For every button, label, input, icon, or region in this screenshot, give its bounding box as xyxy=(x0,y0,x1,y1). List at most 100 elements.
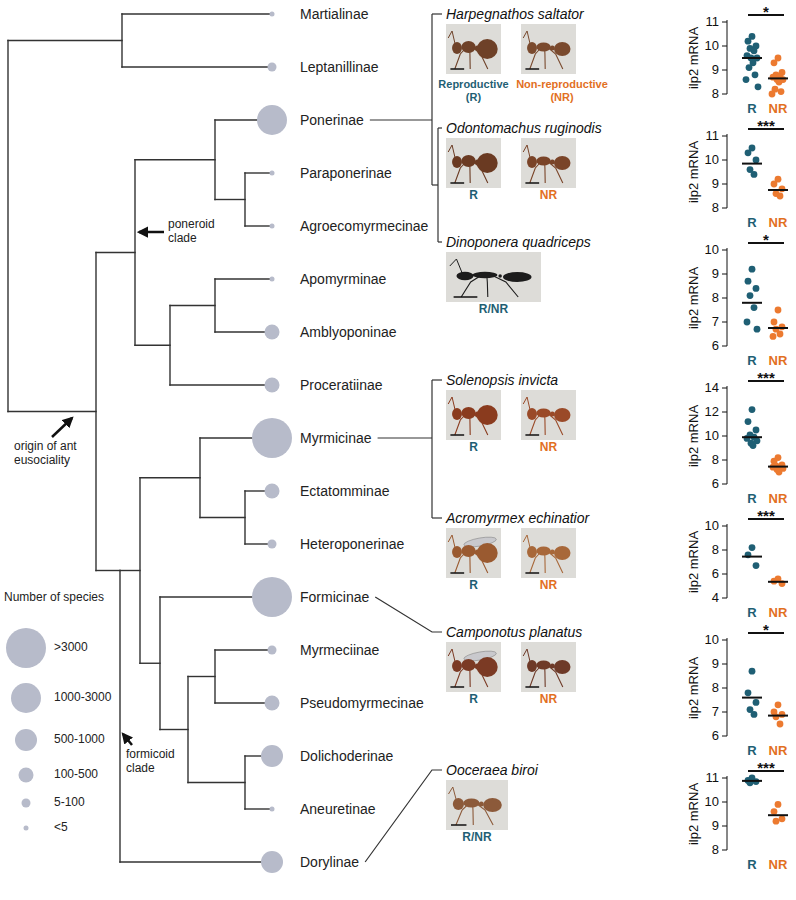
axis-title: ilp2 mRNA xyxy=(687,405,702,467)
caste-label-holder: R xyxy=(469,441,478,455)
ant-thorax xyxy=(461,659,475,671)
clade-label: origin of ant eusociality xyxy=(14,440,90,468)
mean-line xyxy=(768,715,788,717)
mean-line xyxy=(768,77,788,79)
y-axis xyxy=(727,776,728,850)
dot-plots xyxy=(722,15,788,850)
reproductive-dot xyxy=(751,171,758,178)
dot-plot xyxy=(722,771,788,850)
y-axis xyxy=(727,524,728,598)
tick-label-holder: 7 xyxy=(712,705,719,720)
ant-petiole xyxy=(498,274,502,278)
axis-tick xyxy=(722,640,727,641)
reproductive-dot xyxy=(753,562,760,569)
ant-thorax xyxy=(536,157,550,166)
tick-label-holder: 8 xyxy=(712,681,719,696)
nonreproductive-dot xyxy=(769,91,776,98)
species-name: Odontomachus ruginodis xyxy=(446,120,602,136)
axis-tick xyxy=(722,574,727,575)
species-leader-lines xyxy=(365,14,442,862)
tick-label-holder: 10 xyxy=(705,429,719,444)
subfamily-name: Ponerinae xyxy=(300,112,364,128)
legend-bubble xyxy=(15,729,37,751)
axis-tick xyxy=(722,208,727,209)
tick-label-holder: 10 xyxy=(705,153,719,168)
tree-branch xyxy=(140,663,160,664)
ant-gaster xyxy=(554,408,571,422)
tick-label: 9 xyxy=(712,177,719,192)
y-axis xyxy=(727,386,728,484)
ant-gaster xyxy=(554,660,571,674)
ant-photos xyxy=(446,24,576,830)
ant-gaster xyxy=(554,42,571,56)
caste-label-holder: R xyxy=(469,693,478,707)
subfamily-name-holder: Dorylinae xyxy=(300,854,359,870)
axis-title: ilp2 mRNA xyxy=(687,531,702,593)
tick-label: 6 xyxy=(712,477,719,492)
tick-label: 10 xyxy=(705,243,719,258)
ant-head xyxy=(527,408,537,420)
mean-line xyxy=(768,327,788,329)
y-axis xyxy=(727,638,728,736)
species-name-holder: Odontomachus ruginodis xyxy=(446,120,602,136)
nonreproductive-dot xyxy=(776,469,783,476)
clade-label-holder: origin of ant eusociality xyxy=(14,440,90,468)
nonreproductive-dot xyxy=(771,181,778,188)
subfamily-name: Ectatomminae xyxy=(300,483,389,499)
ant-photo xyxy=(521,138,576,188)
tree-branch xyxy=(215,278,272,279)
caste-label: NR xyxy=(540,441,557,455)
ant-thorax xyxy=(463,799,479,808)
tick-label: 6 xyxy=(712,729,719,744)
species-leader-line xyxy=(370,119,432,120)
ant-head xyxy=(527,42,537,54)
axis-title: ilp2 mRNA xyxy=(687,141,702,203)
reproductive-dot xyxy=(745,149,752,156)
reproductive-dot xyxy=(745,38,752,45)
axis-title-holder: ilp2 mRNA xyxy=(687,27,702,89)
subfamily-name-holder: Agroecomyrmecinae xyxy=(300,218,428,234)
ant-photo xyxy=(521,642,576,692)
subfamily-name: Aneuretinae xyxy=(300,801,376,817)
photo-background xyxy=(446,642,501,692)
subfamily-name: Apomyrminae xyxy=(300,271,386,287)
tick-label: 11 xyxy=(706,15,720,30)
reproductive-dot xyxy=(745,689,752,696)
group-label-holder: NR xyxy=(769,492,788,507)
species-count-bubble xyxy=(252,577,292,617)
group-label-holder: R xyxy=(747,606,756,621)
legend-bubble xyxy=(22,799,31,808)
photo-background xyxy=(446,24,501,74)
group-label: R xyxy=(747,102,756,117)
group-label: R xyxy=(747,216,756,231)
tree-branch xyxy=(96,570,120,571)
nonreproductive-dot xyxy=(775,701,782,708)
species-leader-line xyxy=(438,241,442,242)
tick-label: 9 xyxy=(712,267,719,282)
species-count-bubble xyxy=(270,171,275,176)
tree-branch xyxy=(245,225,272,226)
group-label-holder: NR xyxy=(769,102,788,117)
clade-label: poneroid clade xyxy=(168,218,228,246)
ant-gaster xyxy=(483,798,502,812)
tree-branch xyxy=(122,13,272,14)
tick-label: 9 xyxy=(712,657,719,672)
tick-label-holder: 9 xyxy=(712,657,719,672)
tree-branch xyxy=(188,676,215,677)
reproductive-dot xyxy=(753,285,760,292)
reproductive-dot xyxy=(747,292,754,299)
group-label: NR xyxy=(769,354,788,369)
ant-head xyxy=(456,272,473,280)
legend-title-holder: Number of species xyxy=(4,591,104,605)
ant-photo xyxy=(446,252,541,302)
scale-bar xyxy=(525,572,539,574)
subfamily-name-holder: Ectatomminae xyxy=(300,483,389,499)
ant-head xyxy=(527,156,537,168)
tick-label-holder: 6 xyxy=(712,729,719,744)
tick-label-holder: 8 xyxy=(712,843,719,858)
subfamily-name: Myrmicinae xyxy=(300,430,372,446)
species-leader-line xyxy=(431,14,432,185)
species-count-bubble xyxy=(270,277,275,282)
mean-line xyxy=(742,302,762,304)
